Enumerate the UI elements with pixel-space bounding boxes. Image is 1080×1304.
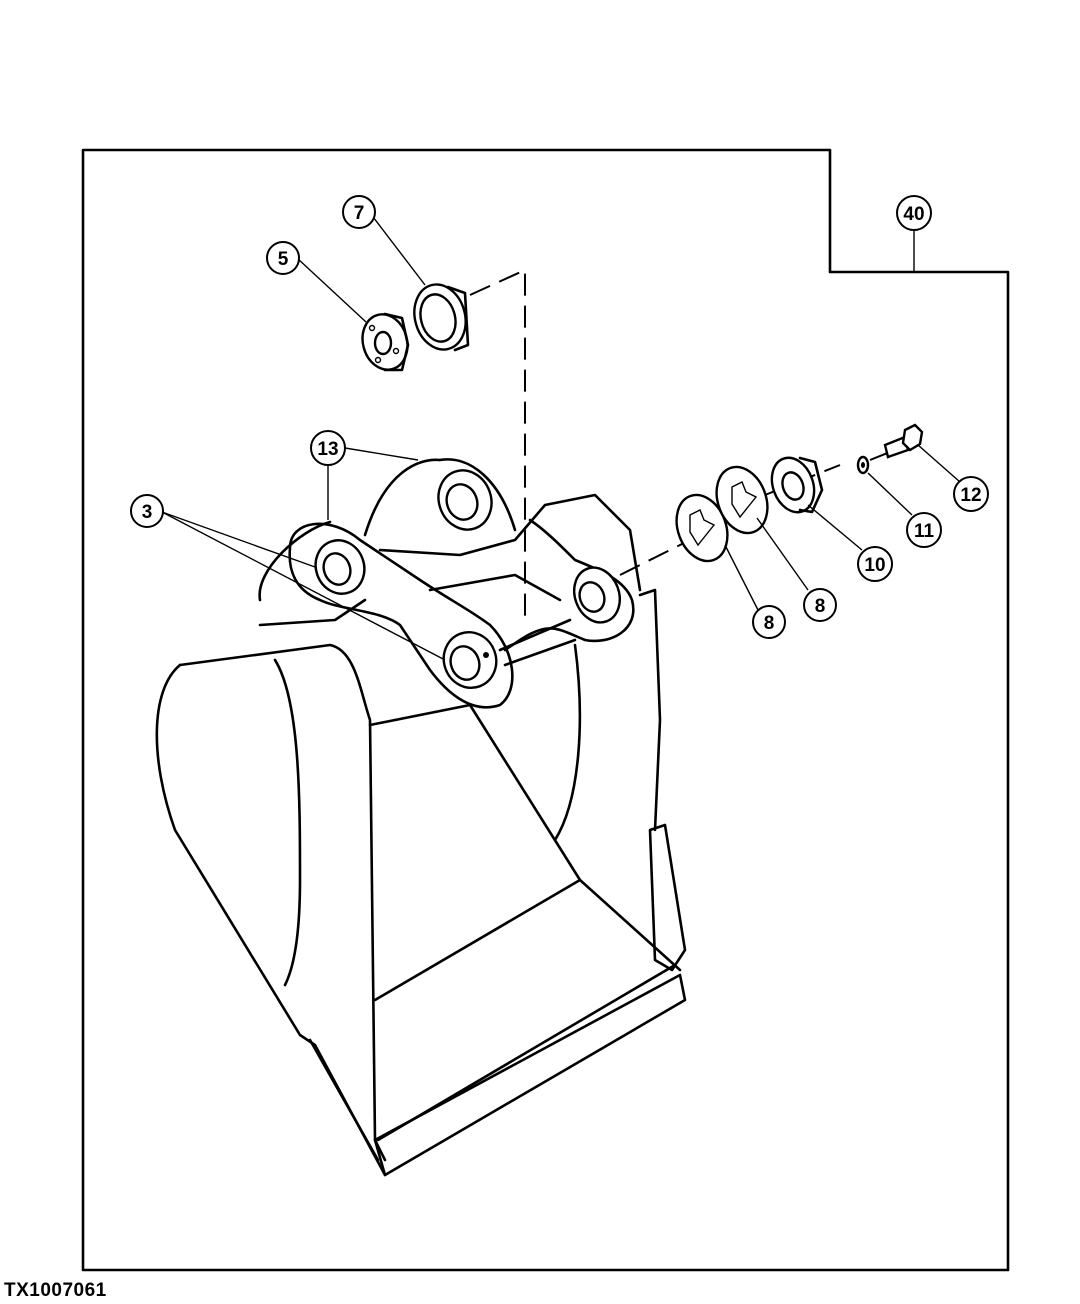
callout-7: 7 — [342, 195, 376, 229]
bucket-mount-plate — [438, 458, 517, 532]
svg-text:12: 12 — [960, 485, 981, 506]
svg-text:11: 11 — [914, 521, 935, 542]
figure-id-label: TX1007061 — [4, 1280, 107, 1301]
bucket-inner-curve — [553, 643, 582, 842]
svg-text:8: 8 — [764, 613, 775, 634]
svg-text:10: 10 — [864, 555, 885, 576]
assembly-boundary — [81, 148, 1010, 1272]
part-8-shim-b — [715, 465, 769, 535]
svg-text:8: 8 — [815, 596, 826, 617]
bucket-cutting-edge — [373, 973, 687, 1177]
bucket-left-curve — [273, 658, 302, 987]
bushing-lower — [442, 631, 498, 689]
bucket-left-wall — [155, 663, 387, 1177]
part-12-bolt — [883, 423, 924, 459]
callout-10: 10 — [857, 546, 893, 582]
bucket-floor-line-2 — [376, 963, 677, 1142]
svg-text:3: 3 — [142, 502, 153, 523]
callout-5: 5 — [266, 241, 300, 275]
callout-12: 12 — [953, 476, 989, 512]
bucket-back-plate — [363, 458, 442, 537]
part-7-seal-ring — [413, 283, 470, 352]
bucket-right-wall — [368, 703, 682, 972]
callout-3: 3 — [130, 494, 164, 528]
bushing-upper — [314, 539, 366, 595]
bucket-top-rim-3 — [428, 573, 562, 602]
callout-8-a: 8 — [752, 605, 786, 639]
cross-tube — [498, 618, 577, 667]
callout-40: 40 — [896, 195, 932, 231]
linkage-plate-right — [503, 518, 635, 652]
bushing-right — [573, 566, 621, 624]
bucket — [155, 458, 687, 1177]
callout-11: 11 — [906, 512, 942, 548]
upper-boss — [437, 469, 493, 531]
svg-text:40: 40 — [903, 204, 924, 225]
bucket-left-edge — [308, 1038, 380, 1162]
bucket-right-strip — [648, 823, 687, 972]
bucket-top-rim — [258, 598, 367, 627]
bucket-top-rim-2 — [378, 493, 642, 592]
bucket-floor-line — [373, 878, 582, 1002]
leader-lines — [161, 212, 961, 661]
part-11-washer — [856, 455, 870, 475]
bucket-left-wall-inner — [178, 643, 387, 1162]
callout-13: 13 — [310, 430, 346, 466]
linkage-plate — [288, 522, 514, 709]
pin-centerline — [469, 268, 526, 625]
bucket-back-shell — [258, 520, 332, 602]
part-5-shim — [361, 312, 410, 372]
svg-text:7: 7 — [354, 203, 365, 224]
svg-text:5: 5 — [278, 249, 289, 270]
svg-text:13: 13 — [317, 439, 338, 460]
callout-8-b: 8 — [803, 588, 837, 622]
part-10-collar — [770, 456, 824, 514]
bucket-right-edge — [638, 588, 662, 832]
